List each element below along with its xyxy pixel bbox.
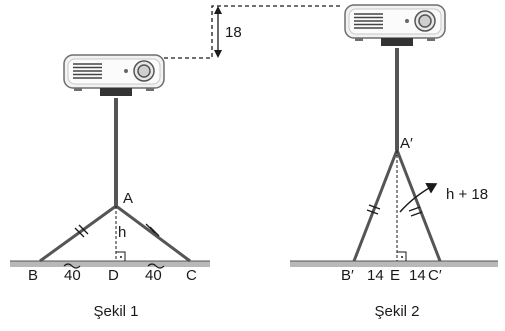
- right-angle-2: [397, 251, 407, 261]
- leg-ab: [39, 204, 117, 263]
- right-angle-dot-1: [120, 256, 122, 258]
- label-40-left: 40: [64, 267, 81, 284]
- equal-mark-ab: [74, 224, 89, 238]
- tilde-left-1: [63, 263, 81, 269]
- ground-1: [10, 261, 210, 267]
- label-h-plus-18: h + 18: [446, 186, 488, 203]
- label-40-right: 40: [145, 267, 162, 284]
- label-d: D: [108, 267, 119, 284]
- rise-arrow-head-bottom: [214, 50, 222, 58]
- label-c: C: [186, 267, 197, 284]
- right-angle-dot-2: [401, 256, 403, 258]
- leg-a2b2: [352, 149, 399, 262]
- equal-mark-ac: [145, 223, 160, 237]
- label-b-prime: B′: [341, 267, 354, 284]
- label-18: 18: [225, 24, 242, 41]
- label-e: E: [390, 267, 400, 284]
- figure-1: A h B 40 D 40 C Şekil 1: [10, 54, 210, 320]
- ground-2: [290, 261, 498, 267]
- rise-indicator: 18: [164, 5, 340, 59]
- rise-arrow-head-top: [214, 6, 222, 14]
- leg-a2c2: [395, 149, 442, 262]
- caption-1: Şekil 1: [93, 303, 138, 320]
- label-b: B: [28, 267, 38, 284]
- label-c-prime: C′: [428, 267, 442, 284]
- equal-mark-a2c2: [408, 206, 423, 217]
- dashed-connector: [164, 5, 340, 59]
- leg-ac: [115, 204, 191, 263]
- projector-1: [63, 54, 165, 96]
- label-h: h: [118, 224, 126, 241]
- right-angle-1: [116, 251, 126, 261]
- projector-2: [344, 4, 446, 46]
- figure-2: A′ h + 18 B′ 14 E 14 C′ Şekil 2: [290, 4, 498, 320]
- label-a-prime: A′: [400, 135, 413, 152]
- caption-2: Şekil 2: [374, 303, 419, 320]
- equal-mark-a2b2: [366, 204, 381, 215]
- label-a: A: [123, 190, 133, 207]
- height-pointer-arrow: [399, 183, 438, 213]
- label-14-left: 14: [367, 267, 384, 284]
- tilde-right-1: [147, 263, 165, 269]
- label-14-right: 14: [409, 267, 426, 284]
